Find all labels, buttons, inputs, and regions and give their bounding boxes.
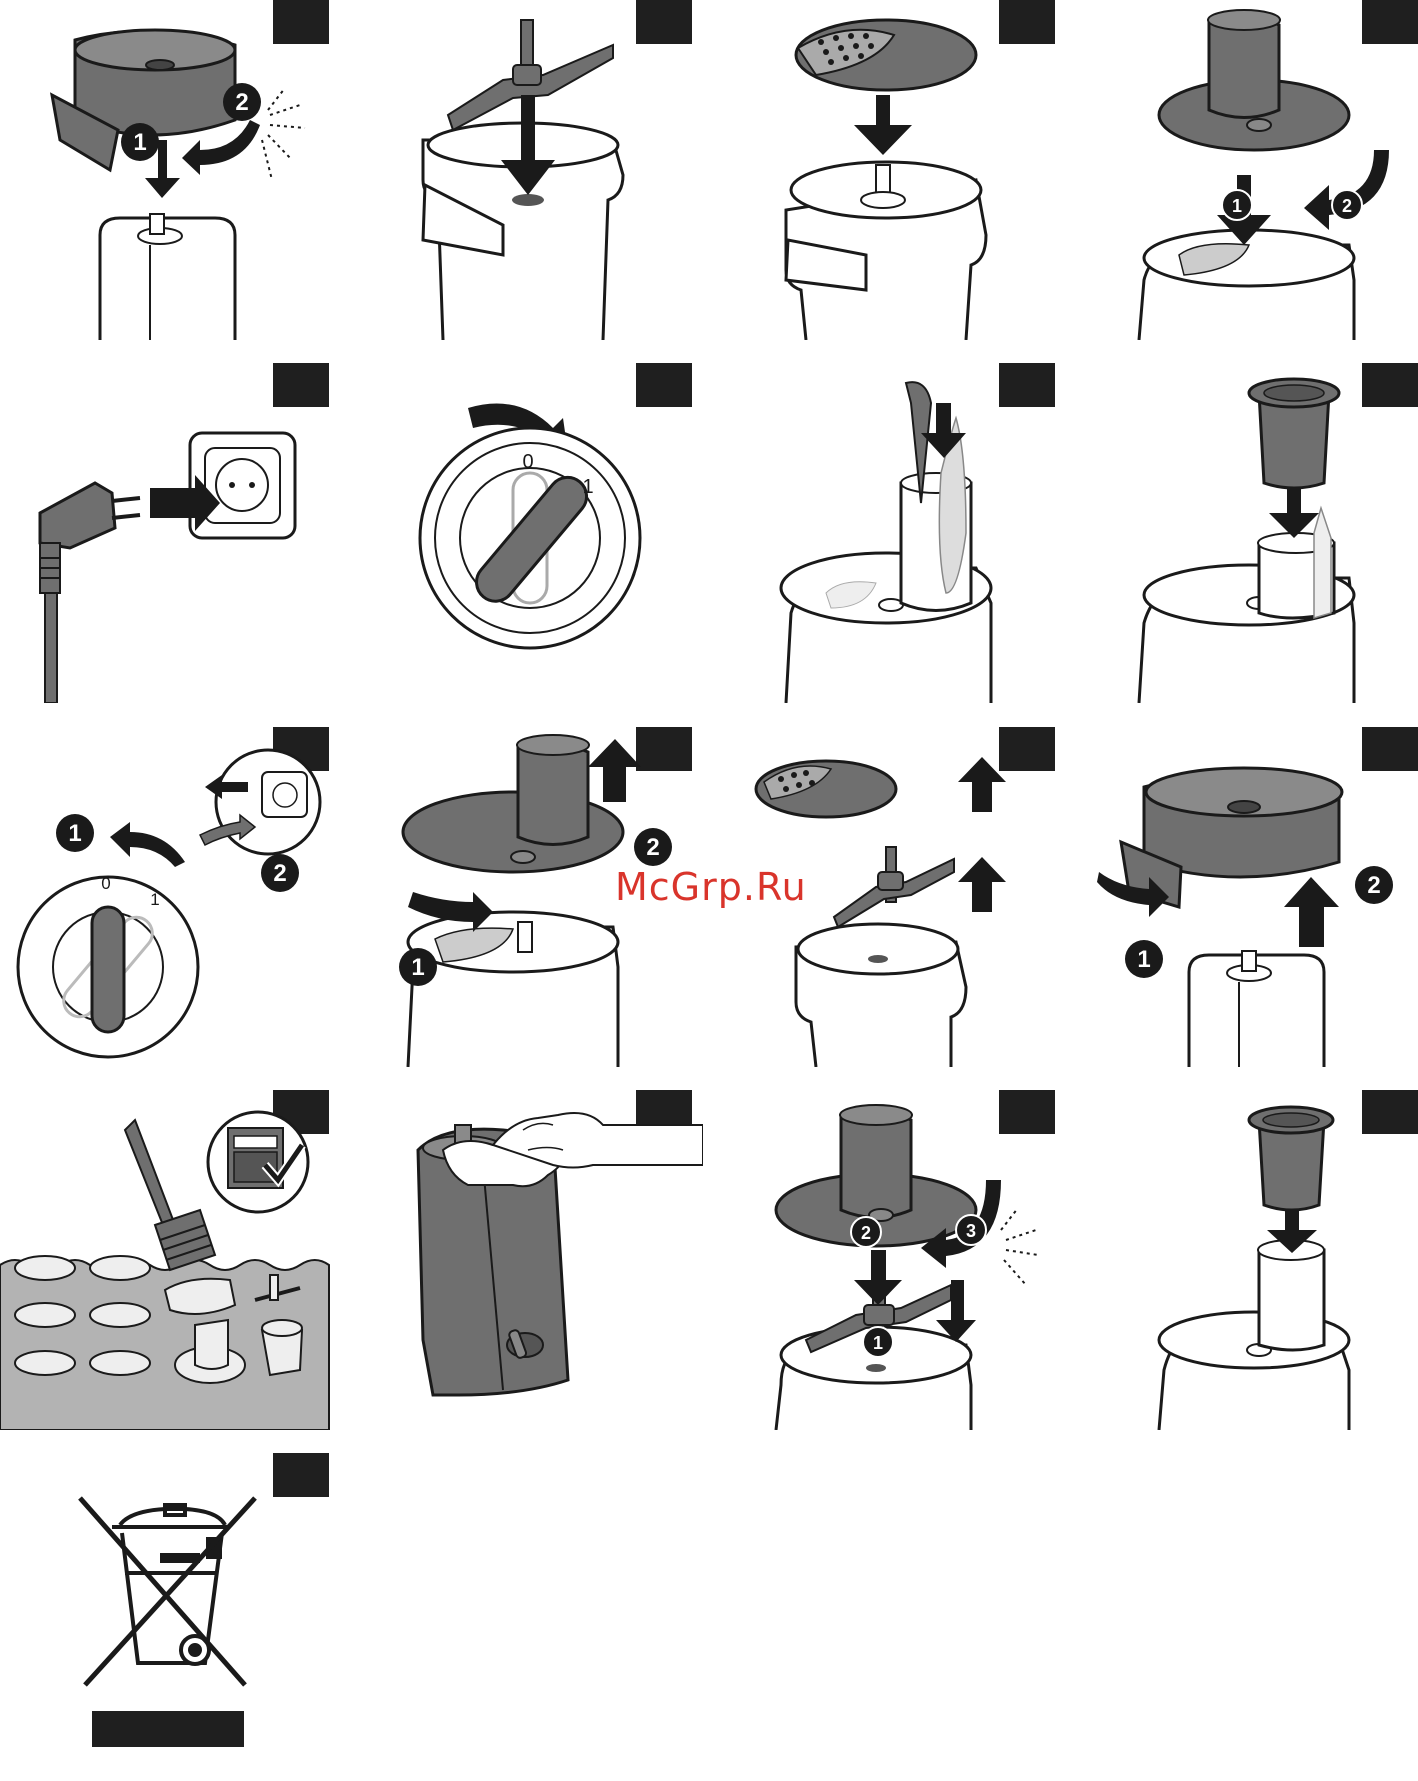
badge-2: 2 [1342,196,1352,216]
badge-2: 2 [1367,872,1380,899]
panel-remove-bowl: 1 2 [1089,727,1418,1067]
badge-1: 1 [1137,946,1150,973]
badge-1: 1 [873,1333,883,1353]
badge-1: 1 [68,820,81,847]
badge-2: 2 [235,89,248,116]
weee-bar [92,1711,244,1747]
badge-1: 1 [1232,196,1242,216]
badge-2: 2 [861,1223,871,1243]
panel-attach-lid: 1 2 [1089,0,1418,340]
badge-2: 2 [646,834,659,861]
panel-switch-off-unplug: 1 0 1 2 [0,727,340,1067]
watermark: McGrp.Ru [615,865,807,909]
switch-mark-on: 1 [150,890,159,909]
panel-feed-carrot [726,363,1066,703]
panel-wash-parts [0,1090,340,1430]
badge-1: 1 [133,129,146,156]
panel-wipe-base [363,1090,703,1430]
panel-insert-blade [363,0,703,340]
panel-store-blade: 1 2 3 [726,1090,1066,1430]
badge-1: 1 [411,954,424,981]
panel-pusher [1089,363,1418,703]
panel-switch-on: 0 1 [363,363,703,703]
panel-weee-disposal [0,1453,340,1781]
panel-assemble-bowl: 1 2 [0,0,340,340]
switch-mark-on: 1 [582,476,593,498]
panel-insert-disc [726,0,1066,340]
badge-2: 2 [273,860,286,887]
switch-mark-off: 0 [522,451,533,473]
panel-store-pusher [1089,1090,1418,1430]
badge-3: 3 [966,1221,976,1241]
switch-mark-off: 0 [101,874,110,893]
panel-plug-in [0,363,340,703]
weee-bin-icon [80,1498,255,1685]
